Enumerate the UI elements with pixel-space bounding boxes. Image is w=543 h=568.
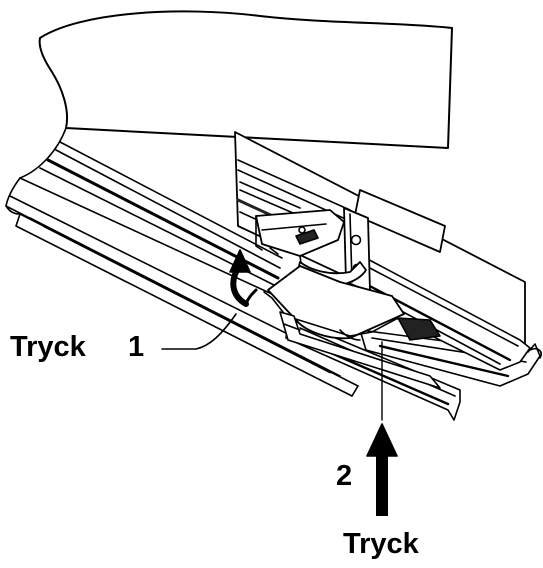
press-label-left: Tryck [10, 331, 86, 363]
release-tab [263, 261, 405, 341]
press-label-bottom: Tryck [343, 528, 419, 560]
cover-panel [38, 10, 453, 149]
up-arrow-icon [366, 423, 398, 516]
leader-line-1 [161, 313, 237, 350]
curved-up-arrow-icon [229, 249, 258, 307]
lower-step-rail [279, 311, 441, 389]
step-number-2: 2 [336, 460, 353, 492]
step-number-1: 1 [128, 331, 145, 363]
label-plate [354, 189, 446, 253]
stop-block [397, 317, 441, 341]
